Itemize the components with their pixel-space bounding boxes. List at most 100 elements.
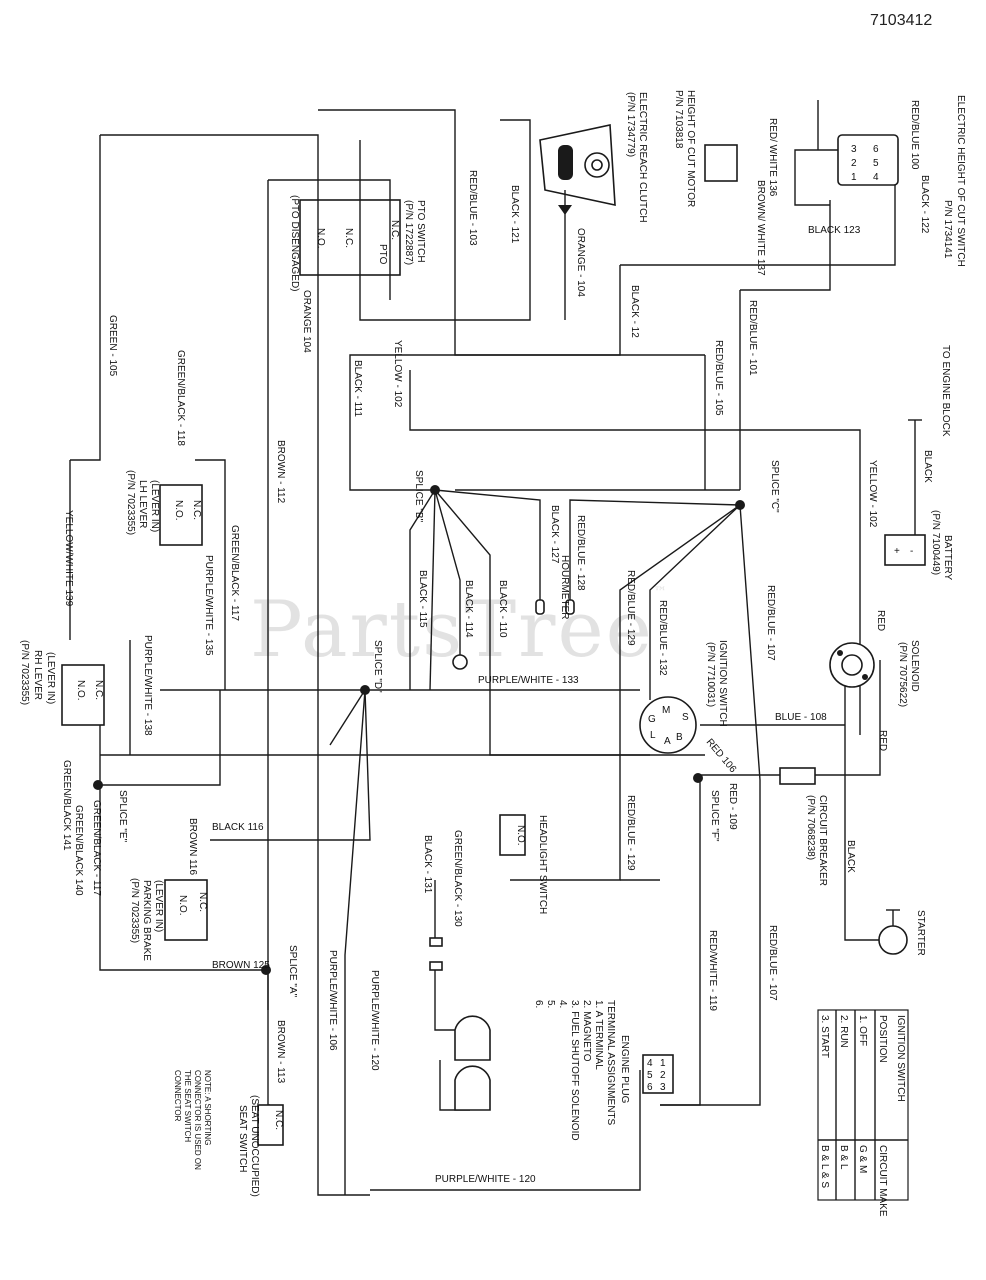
wire-red-blue-132: RED/BLUE - 132 [657,600,668,676]
diode-1 [454,1015,491,1061]
ign-terminal-m: M [662,705,670,716]
electric-clutch [539,124,616,225]
wire-red-blue-103: RED/BLUE - 103 [467,170,478,246]
seat-switch-nc: N.C. [273,1110,284,1130]
engine-plug-pin-1: 1 [660,1058,666,1069]
lh-lever-state: (LEVER IN) [149,480,160,532]
wire-black-115: BLACK - 115 [417,570,428,628]
engine-block-label: TO ENGINE BLOCK [940,345,951,437]
wire-red-blue-128: RED/BLUE - 128 [575,515,586,591]
rh-lever-title: RH LEVER [32,650,43,700]
wire-red-109: RED - 109 [727,783,738,830]
splice-e-label: SPLICE "E" [117,790,128,843]
hourmeter-connector-1 [535,599,545,615]
watermark: PartsTree™ [250,585,669,675]
wire-network [69,109,916,1196]
lh-lever-switch [159,484,203,546]
ignition-switch-part: (P/N 7710031) [705,642,716,707]
lh-lever-nc: N.C. [191,500,202,520]
wire-black-114: BLACK - 114 [463,580,474,638]
wire-black-12: BLACK - 12 [629,285,640,338]
ignition-switch: M S B L G A [639,696,697,754]
pto-switch-state: (PTO DISENGAGED) [289,195,300,292]
hoc-motor-part: P/N 7103818 [673,90,684,149]
engine-block-ground [908,419,922,430]
parking-brake-no: N.O. [177,895,188,916]
clutch-title: ELECTRIC REACH CLUTCH [637,92,648,223]
height-of-cut-switch: 3 6 2 5 1 4 [794,100,899,206]
wire-red-blue-105: RED/BLUE - 105 [713,340,724,416]
wire-green-black-118: GREEN/BLACK - 118 [175,350,186,446]
wire-green-black-117b: GREEN/BLACK - 117 [91,800,102,896]
hoc-pin-2: 2 [851,158,857,169]
hoc-wire-black-123: BLACK 123 [808,225,861,236]
ignition-row-1-pos: 1. OFF [857,1015,868,1046]
connector-130a [429,937,443,947]
wire-red-blue-107b: RED/BLUE - 107 [767,925,778,1001]
wire-labels: RED/BLUE - 103 BLACK - 121 ORANGE - 104 … [61,170,933,1185]
wire-red: RED [875,610,886,631]
pto-nc: N.C. [389,220,400,240]
wire-black-121: BLACK - 121 [509,185,520,244]
wire-black-127: BLACK - 127 [549,505,560,564]
seat-switch-note: NOTE: A SHORTING CONNECTOR IS USED ON TH… [173,1070,212,1170]
solenoid [829,642,875,688]
parking-brake-nc: N.C. [197,892,208,912]
wire-yellow-102: YELLOW - 102 [392,340,403,408]
rh-lever-nc: N.C. [93,680,104,700]
wire-black-111: BLACK - 111 [352,360,363,417]
hoc-wire-red-white-136: RED/ WHITE 136 [767,118,778,197]
wire-yellow-white-139: YELLOW/WHITE 139 [63,510,74,607]
splice-c-dot [735,500,745,510]
parking-brake-title: PARKING BRAKE [141,880,152,961]
lh-lever-no: N.O. [173,500,184,521]
ignition-table-title: IGNITION SWITCH [895,1015,906,1102]
wire-green-105: GREEN - 105 [107,315,118,377]
ign-terminal-b: B [676,732,683,743]
clutch-part: (P/N 1734779) [625,92,636,157]
wire-purple-white-120b: PURPLE/WHITE - 120 [435,1174,536,1185]
pto-no: N.O. [315,228,326,249]
wire-yellow-102b: YELLOW - 102 [867,460,878,528]
ign-terminal-g: G [648,714,656,725]
ignition-row-2-pos: 2. RUN [838,1015,849,1048]
seat-switch [257,1104,284,1146]
wire-brown-112: BROWN - 112 [275,440,286,504]
wire-purple-white-106: PURPLE/WHITE - 106 [327,950,338,1051]
wire-purple-white-120: PURPLE/WHITE - 120 [369,970,380,1071]
splice-a-dot [261,965,271,975]
diode-2 [454,1065,491,1111]
engine-plug-heading: TERMINAL ASSIGNMENTS [605,1000,616,1126]
rh-lever-switch [61,664,105,726]
hoc-switch-part: P/N 1734141 [942,200,953,259]
wire-black-top: BLACK [922,450,933,483]
engine-plug-pin-2: 2 [660,1070,666,1081]
wire-red-106: RED 106 [704,737,739,775]
headlight-switch [499,814,526,856]
splice-c-label: SPLICE "C" [769,460,780,513]
watermark-trademark: ™ [653,585,669,600]
hoc-pin-4: 4 [873,172,879,183]
wire-green-black-141: GREEN/BLACK 141 [61,760,72,851]
hoc-wire-red-blue-100: RED/BLUE 100 [909,100,920,170]
pto-nc-2: N.C. [343,228,354,248]
ground-lug-114 [452,654,468,670]
hoc-pin-3: 3 [851,144,857,155]
ign-terminal-s: S [682,712,689,723]
connector-130b [429,961,443,971]
headlight-switch-no: N.O. [515,825,526,846]
hoc-wire-black-122: BLACK - 122 [919,175,930,234]
seat-switch-state: (SEAT UNOCCUPIED) [249,1095,260,1197]
wire-purple-white-133: PURPLE/WHITE - 133 [478,675,579,686]
rh-lever-no: N.O. [75,680,86,701]
splice-d-dot [360,685,370,695]
component-labels: ELECTRIC HEIGHT OF CUT SWITCH P/N 173414… [19,90,966,1197]
starter [878,909,908,955]
battery-plus: + [894,546,900,557]
engine-plug-pin-6: 6 [647,1082,653,1093]
splice-a-label: SPLICE "A" [287,945,298,998]
ignition-row-2-circuit: B & L [838,1145,849,1170]
headlight-switch-title: HEADLIGHT SWITCH [537,815,548,914]
parking-brake-switch [164,879,208,941]
